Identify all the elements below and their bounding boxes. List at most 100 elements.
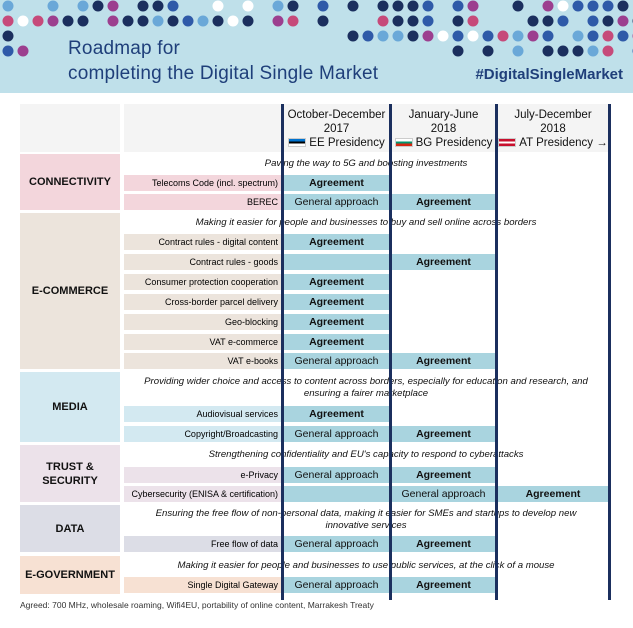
section-heading-data: Ensuring the free flow of non-personal d… <box>124 508 608 532</box>
decor-dot <box>497 30 509 42</box>
presidency-label: BG Presidency <box>415 137 493 149</box>
decor-dot <box>587 30 599 42</box>
decor-dot <box>407 0 419 12</box>
decor-dot <box>17 15 29 27</box>
cell-agreement: Agreement <box>392 254 495 270</box>
row-label: Consumer protection cooperation <box>124 274 281 290</box>
decor-dot <box>482 45 494 57</box>
cell-general-approach: General approach <box>284 426 389 442</box>
decor-dot <box>482 30 494 42</box>
cell-general-approach: General approach <box>284 194 389 210</box>
heading-line: ensuring a fairer marketplace <box>303 388 429 399</box>
cell-agreement: Agreement <box>392 426 495 442</box>
decor-dot <box>152 15 164 27</box>
decor-dot <box>467 15 479 27</box>
decor-dot <box>512 45 524 57</box>
column-year: 2018 <box>430 123 457 135</box>
decor-dot <box>2 15 14 27</box>
decor-dot <box>392 0 404 12</box>
decor-dot <box>377 30 389 42</box>
page-title-line1: Roadmap for <box>68 38 181 59</box>
row-label: Cybersecurity (ENISA & certification) <box>124 486 281 502</box>
cell-agreement: Agreement <box>284 274 389 290</box>
decor-dot <box>2 30 14 42</box>
cell-agreement: Agreement <box>284 175 389 191</box>
decor-dot <box>317 15 329 27</box>
row-label: Telecoms Code (incl. spectrum) <box>124 175 281 191</box>
decor-dot <box>467 30 479 42</box>
decor-dot <box>602 0 614 12</box>
decor-dot <box>422 0 434 12</box>
cell-general-approach: General approach <box>284 536 389 552</box>
decor-dot <box>47 15 59 27</box>
decor-dot <box>47 0 59 12</box>
column-year: 2017 <box>323 123 350 135</box>
decor-dot <box>272 15 284 27</box>
decor-dot <box>62 15 74 27</box>
row-label: Contract rules - digital content <box>124 234 281 250</box>
section-heading-connectivity: Paving the way to 5G and boosting invest… <box>264 158 468 169</box>
row-label: VAT e-books <box>124 353 281 369</box>
decor-dot <box>287 15 299 27</box>
section-heading-egov: Making it easier for people and business… <box>177 560 555 571</box>
column-header-ee: October-December 2017 EE Presidency <box>284 104 389 152</box>
row-label: VAT e-commerce <box>124 334 281 350</box>
row-label: Audiovisual services <box>124 406 281 422</box>
footer-note: Agreed: 700 MHz, wholesale roaming, Wifi… <box>20 600 374 610</box>
category-trust-security: TRUST & SECURITY <box>20 445 120 502</box>
bulgaria-flag-icon <box>394 138 413 147</box>
cell-general-approach: General approach <box>284 353 389 369</box>
header-banner: Roadmap for completing the Digital Singl… <box>0 0 633 93</box>
austria-flag-icon <box>498 138 517 147</box>
decor-dot <box>107 15 119 27</box>
column-presidency: BG Presidency <box>392 136 495 150</box>
column-divider <box>281 104 284 600</box>
decor-dot <box>407 15 419 27</box>
decor-dot <box>527 15 539 27</box>
decor-dot <box>572 45 584 57</box>
cell-general-approach: General approach <box>284 577 389 593</box>
decor-dot <box>212 15 224 27</box>
decor-dot <box>317 0 329 12</box>
row-label: Free flow of data <box>124 536 281 552</box>
decor-dot <box>212 0 224 12</box>
column-divider <box>389 104 392 600</box>
cell-agreement: Agreement <box>392 577 495 593</box>
header-blank-label-cell <box>124 104 281 152</box>
heading-line: Ensuring the free flow of non-personal d… <box>155 508 577 519</box>
decor-dot <box>542 0 554 12</box>
category-egovernment: E-GOVERNMENT <box>20 556 120 594</box>
page-title-line2: completing the Digital Single Market <box>68 63 379 84</box>
decor-dot <box>152 0 164 12</box>
row-label: BEREC <box>124 194 281 210</box>
decor-dot <box>77 15 89 27</box>
hashtag: #DigitalSingleMarket <box>475 66 623 83</box>
decor-dot <box>542 30 554 42</box>
decor-dot <box>377 0 389 12</box>
row-label: Geo-blocking <box>124 314 281 330</box>
decor-dot <box>602 15 614 27</box>
decor-dot <box>347 30 359 42</box>
decor-dot <box>437 30 449 42</box>
cell-agreement: Agreement <box>498 486 608 502</box>
decor-dot <box>452 0 464 12</box>
cell-empty <box>284 254 389 270</box>
decor-dot <box>617 15 629 27</box>
section-heading-media: Providing wider choice and access to con… <box>124 376 608 400</box>
column-period: July-December <box>514 109 592 121</box>
row-label: Copyright/Broadcasting <box>124 426 281 442</box>
decor-dot <box>77 0 89 12</box>
header-blank-cell <box>20 104 120 152</box>
decor-dot <box>242 15 254 27</box>
column-divider <box>495 104 498 600</box>
decor-dot <box>587 0 599 12</box>
decor-dot <box>167 0 179 12</box>
decor-dot <box>542 15 554 27</box>
category-line: SECURITY <box>42 474 98 487</box>
cell-agreement: Agreement <box>284 406 389 422</box>
decor-dot <box>362 30 374 42</box>
cell-general-approach: General approach <box>284 467 389 483</box>
dot-pattern-decoration <box>2 0 633 57</box>
decor-dot <box>452 45 464 57</box>
decor-dot <box>122 15 134 27</box>
